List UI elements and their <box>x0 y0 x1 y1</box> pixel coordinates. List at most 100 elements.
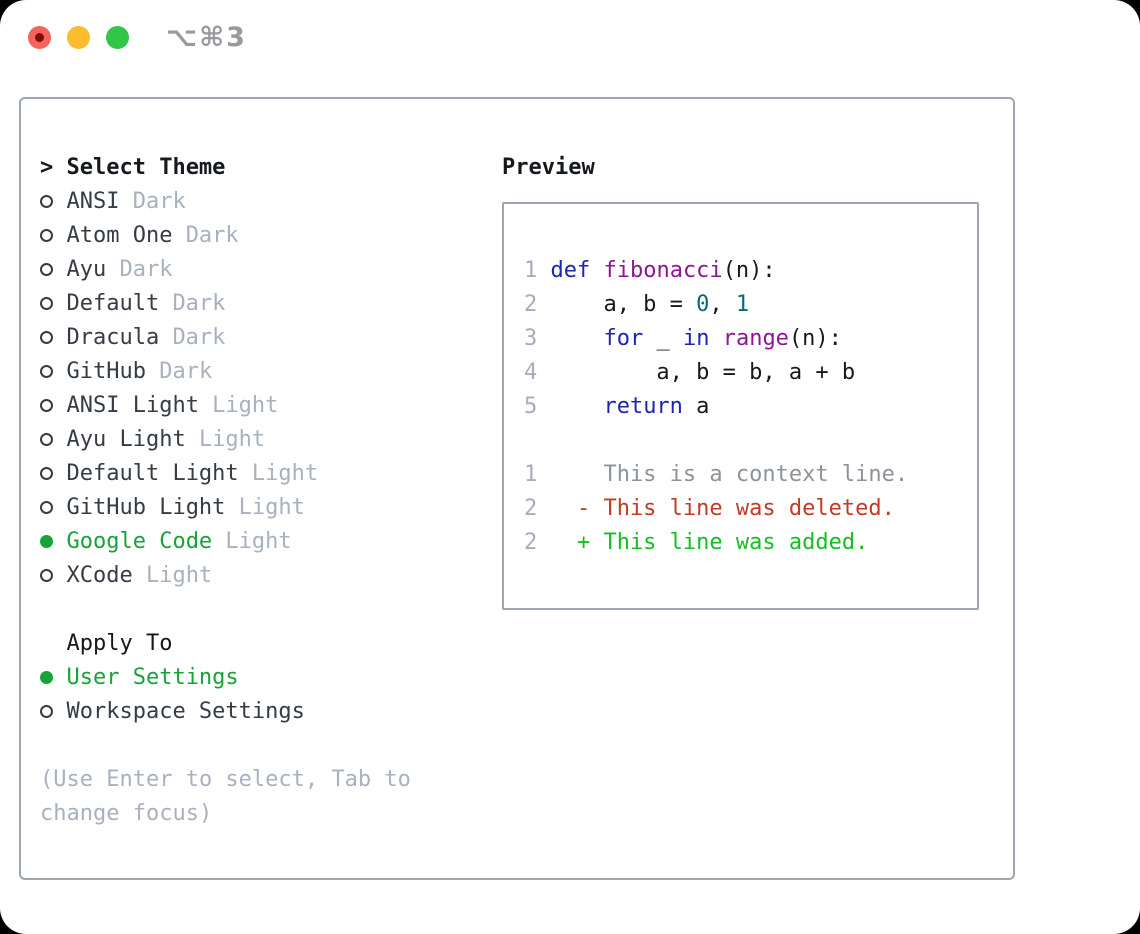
theme-tag: Dark <box>159 358 213 384</box>
code-line: 4 a, b = b, a + b <box>524 355 977 389</box>
theme-name: Default <box>66 290 160 316</box>
radio-icon <box>40 228 53 242</box>
line-number: 2 <box>524 291 538 317</box>
spacer-line <box>40 728 490 762</box>
code-segment: (n): <box>788 325 842 351</box>
apply-option-workspace-settings[interactable]: Workspace Settings <box>40 694 490 728</box>
radio-icon <box>40 262 53 276</box>
line-number: 3 <box>524 325 538 351</box>
preview-header: Preview <box>502 154 595 180</box>
theme-name: Ayu Light <box>66 426 186 452</box>
select-theme-header-row: > Select Theme <box>40 150 490 184</box>
radio-icon <box>40 398 53 412</box>
minimize-button[interactable] <box>67 26 90 49</box>
theme-item-atom-one[interactable]: Atom One Dark <box>40 218 490 252</box>
code-segment: for <box>603 325 644 351</box>
code-segment: _ <box>643 325 683 351</box>
theme-tag: Light <box>198 426 266 452</box>
line-number: 1 <box>524 461 538 487</box>
theme-item-ayu[interactable]: Ayu Dark <box>40 252 490 286</box>
code-segment <box>709 326 722 351</box>
radio-icon <box>40 568 53 582</box>
code-segment <box>550 326 603 351</box>
code-line: 2 a, b = 0, 1 <box>524 287 977 321</box>
code-segment: return <box>603 393 683 419</box>
close-button[interactable] <box>28 26 51 49</box>
theme-item-ansi[interactable]: ANSI Dark <box>40 184 490 218</box>
line-number: 4 <box>524 359 538 385</box>
diff-preview: 1 This is a context line.2 - This line w… <box>524 457 977 559</box>
code-segment: in <box>682 325 710 351</box>
code-segment <box>550 394 603 419</box>
line-number: 5 <box>524 393 538 419</box>
theme-tag: Dark <box>132 188 186 214</box>
theme-item-google-code[interactable]: Google Code Light <box>40 524 490 558</box>
theme-item-default[interactable]: Default Dark <box>40 286 490 320</box>
code-segment: , <box>709 291 736 317</box>
code-segment: 1 <box>735 291 750 317</box>
apply-option-label: Workspace Settings <box>66 698 305 724</box>
theme-name: Atom One <box>66 222 173 248</box>
code-line: 3 for _ in range(n): <box>524 321 977 355</box>
spacer-line <box>524 423 977 457</box>
window-title: ⌥⌘3 <box>166 22 247 53</box>
hint-line-1: (Use Enter to select, Tab to <box>40 766 411 792</box>
theme-tag: Dark <box>185 222 239 248</box>
diff-line-added: 2 + This line was added. <box>524 525 977 559</box>
theme-tag: Light <box>212 392 279 418</box>
radio-selected-icon <box>40 670 53 684</box>
hint-text: (Use Enter to select, Tab to change focu… <box>40 762 490 830</box>
code-segment: a <box>682 393 710 419</box>
theme-name: Ayu <box>66 256 107 282</box>
radio-icon <box>40 466 53 480</box>
theme-item-ayu-light[interactable]: Ayu Light Light <box>40 422 490 456</box>
theme-tag: Light <box>238 494 305 520</box>
apply-option-label: User Settings <box>66 664 239 690</box>
code-segment: a, b = b, a + b <box>550 359 856 385</box>
line-number: 2 <box>524 495 538 521</box>
code-segment <box>590 258 603 283</box>
radio-selected-icon <box>40 534 53 548</box>
theme-item-ansi-light[interactable]: ANSI Light Light <box>40 388 490 422</box>
apply-to-header-row: Apply To <box>40 626 490 660</box>
selection-caret-icon: > <box>40 154 54 180</box>
code-segment: 0 <box>696 291 710 317</box>
diff-text: + This line was added. <box>550 529 869 555</box>
hint-line-2: change focus) <box>40 800 213 826</box>
apply-to-header: Apply To <box>66 630 173 656</box>
theme-name: XCode <box>66 562 133 588</box>
theme-tag: Light <box>251 460 319 486</box>
line-number: 1 <box>524 257 538 283</box>
radio-icon <box>40 296 53 310</box>
theme-name: Google Code <box>66 528 213 554</box>
diff-line-context: 1 This is a context line. <box>524 457 977 491</box>
theme-tag: Dark <box>172 290 226 316</box>
zoom-button[interactable] <box>106 26 129 49</box>
code-segment: (n): <box>722 257 776 283</box>
select-theme-header: Select Theme <box>66 154 226 180</box>
radio-icon <box>40 500 53 514</box>
code-segment: range <box>722 325 789 351</box>
theme-tag: Dark <box>119 256 173 282</box>
theme-name: ANSI <box>66 188 120 214</box>
diff-text: This is a context line. <box>550 461 909 487</box>
code-segment: fibonacci <box>603 257 723 283</box>
theme-tag: Light <box>225 528 292 554</box>
theme-name: ANSI Light <box>66 392 199 418</box>
apply-option-user-settings[interactable]: User Settings <box>40 660 490 694</box>
diff-line-deleted: 2 - This line was deleted. <box>524 491 977 525</box>
